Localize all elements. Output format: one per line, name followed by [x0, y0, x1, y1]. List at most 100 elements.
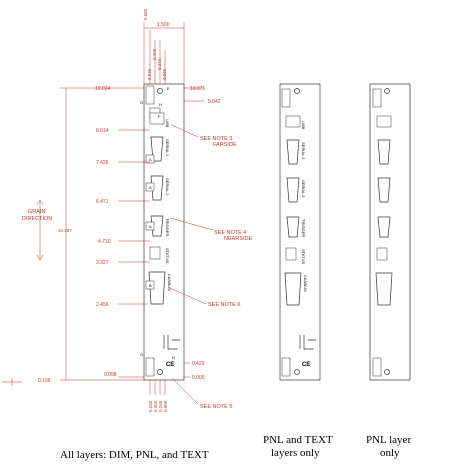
dim-left-0058: 0.058: [104, 372, 117, 378]
dim-right-0000: 0.000: [192, 375, 205, 381]
label-serial2: SERIAL 2: [165, 178, 170, 196]
top-handle: [145, 85, 155, 105]
pnl-text-panel: CE USB SERIAL 1 SERIAL 2 TRIGGER STATUS …: [279, 83, 321, 381]
bottom-screw: [157, 369, 163, 375]
panel-outline: [143, 83, 185, 381]
note6: SEE NOTE 6: [208, 302, 240, 308]
dim-bot-0540: 0.540: [148, 400, 153, 412]
mid-status: [285, 247, 297, 261]
caption-pnl-line1: PNL layer: [366, 434, 411, 446]
status-led: [149, 246, 161, 260]
mid-ce: CE: [302, 362, 310, 368]
dim-bot-0364: 0.364: [153, 400, 158, 412]
dimensioned-panel: CE USB SERIAL 1 SERIAL 2 TRIGGER STATUS …: [2, 8, 252, 412]
bottom-handle: [145, 357, 155, 377]
right-status: [376, 247, 388, 261]
serial1-connector: [150, 136, 164, 162]
right-serial1: [377, 139, 391, 165]
mid-top-screw: [294, 88, 300, 94]
serial2-connector: [150, 175, 164, 201]
label-trigger: TRIGGER: [165, 218, 170, 236]
note4-line2: NEARSIDE: [224, 236, 252, 242]
dim-top-0215: 0.215: [157, 58, 162, 70]
dim-bot-0000: 0.000: [163, 400, 168, 412]
dim-left-0118: 0.118: [38, 378, 50, 384]
marker-h-bot: H: [172, 355, 175, 360]
mid-label-canbus: CANBUS: [303, 275, 308, 292]
trigger-marker: [145, 221, 155, 231]
marker-a-1: A: [149, 157, 152, 162]
marker-g-top: G: [140, 100, 143, 105]
top-screw: [157, 88, 163, 94]
mid-bottom-screw: [294, 369, 300, 375]
canbus-marker: [145, 280, 155, 290]
label-serial1: SERIAL 1: [165, 139, 170, 157]
mid-serial1: [286, 139, 300, 165]
marker-b: B: [149, 283, 152, 288]
dim-left-10024: 10.024: [95, 86, 111, 92]
mid-label-serial2: SERIAL 2: [301, 180, 306, 198]
dim-right-10071: 10.071: [190, 86, 206, 92]
mid-panel-outline: [279, 83, 321, 381]
mid-top-handle: [281, 88, 291, 108]
dim-3927: 3.927: [96, 260, 109, 266]
right-bottom-handle: [372, 357, 382, 377]
dim-2456: 2.456: [96, 302, 109, 308]
caption-all-layers: All layers: DIM, PNL, and TEXT: [60, 449, 209, 461]
dim-top-1500: 1.500: [157, 22, 170, 28]
mid-bottom-handle: [281, 357, 291, 377]
dim-6471: 6.471: [96, 199, 109, 205]
right-serial2: [377, 177, 391, 203]
serial1-marker: [145, 154, 155, 164]
right-trigger: [377, 216, 391, 238]
right-bottom-screw: [384, 369, 390, 375]
mid-logo: [299, 335, 316, 350]
right-top-screw: [384, 88, 390, 94]
marker-a-2: A: [149, 185, 152, 190]
label-status: STATUS: [165, 248, 170, 264]
dim-right-0429: 0.429: [192, 361, 205, 367]
dim-overall-10387: 10.387: [58, 228, 72, 233]
logo-mark: [163, 335, 180, 350]
marker-f: F: [158, 114, 161, 119]
dim-top-0400: 0.400: [152, 48, 157, 60]
mid-label-usb: USB: [301, 121, 306, 130]
dim-7426: 7.426: [96, 160, 109, 166]
dim-right-9642: 9.642: [208, 99, 221, 105]
marker-g-bot: G: [140, 352, 143, 357]
serial2-marker: [145, 182, 155, 192]
usb-port: [149, 112, 165, 125]
mid-usb: [285, 115, 301, 128]
dim-top-0685: 0.685: [143, 8, 148, 20]
grain-direction-line1: GRAIN: [28, 209, 45, 215]
mid-label-trigger: TRIGGER: [301, 219, 306, 237]
dim-top-0065: 0.065: [162, 68, 167, 80]
label-usb: USB: [165, 119, 170, 128]
note5: SEE NOTE 5: [200, 404, 232, 410]
note3-line1: SEE NOTE 3: [200, 136, 232, 142]
pnl-only-panel: [369, 83, 411, 381]
right-panel-outline: [369, 83, 411, 381]
marker-e: E: [167, 86, 170, 91]
right-usb: [376, 115, 392, 128]
label-canbus: CANBUS: [167, 274, 172, 291]
ce-mark: CE: [166, 362, 174, 368]
mid-canbus: [284, 272, 302, 306]
grain-direction-line2: DIRECTION: [22, 216, 52, 222]
dim-top-0530: 0.530: [147, 68, 152, 80]
dim-4710: 4.710: [98, 239, 111, 245]
mid-label-serial1: SERIAL 1: [301, 142, 306, 160]
canbus-connector: [148, 271, 166, 305]
marker-a-3: A: [149, 224, 152, 229]
marker-h-top: H: [159, 102, 162, 107]
caption-pnl-text-line1: PNL and TEXT: [263, 434, 333, 446]
note4-line1: SEE NOTE 4: [214, 230, 246, 236]
mid-label-status: STATUS: [301, 249, 306, 265]
note3-line2: FARSIDE: [213, 142, 237, 148]
caption-pnl-line2: only: [380, 447, 400, 459]
dimension-lines: [2, 22, 214, 405]
mid-serial2: [286, 177, 300, 203]
right-top-handle: [372, 88, 382, 108]
mid-trigger: [286, 216, 300, 238]
